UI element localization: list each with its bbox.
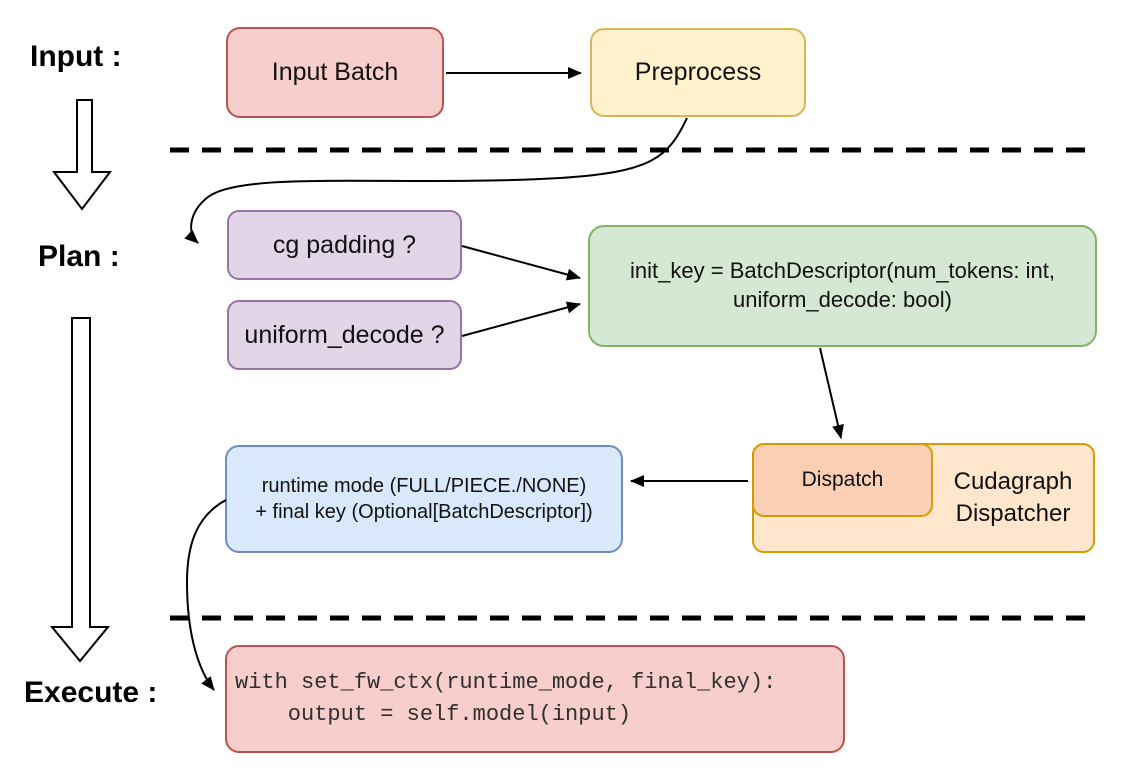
runtime-mode-node: runtime mode (FULL/PIECE./NONE) + final … [225, 445, 623, 553]
stage-arrow-plan-to-execute-icon [49, 317, 111, 663]
arrow-init-key-to-dispatch [819, 347, 844, 439]
arrow-runtime-mode-to-execute-code [185, 499, 227, 691]
cudagraph-dispatcher-label: Cudagraph Dispatcher [953, 467, 1073, 527]
stage-label-input: Input : [30, 40, 122, 73]
preprocess-node: Preprocess [590, 28, 806, 117]
input-batch-node: Input Batch [226, 27, 444, 118]
execute-code-node: with set_fw_ctx(runtime_mode, final_key)… [225, 645, 845, 753]
stage-label-execute: Execute : [24, 676, 158, 709]
uniform-decode-node: uniform_decode ? [227, 300, 462, 370]
dispatch-node: Dispatch [752, 443, 933, 517]
cg-padding-node: cg padding ? [227, 210, 462, 280]
init-key-node: init_key = BatchDescriptor(num_tokens: i… [588, 225, 1097, 347]
stage-label-plan: Plan : [38, 240, 120, 273]
arrow-cg-padding-to-init-key [461, 245, 581, 281]
stage-arrow-input-to-plan-icon [51, 99, 113, 211]
arrow-uniform-decode-to-init-key [461, 301, 581, 337]
